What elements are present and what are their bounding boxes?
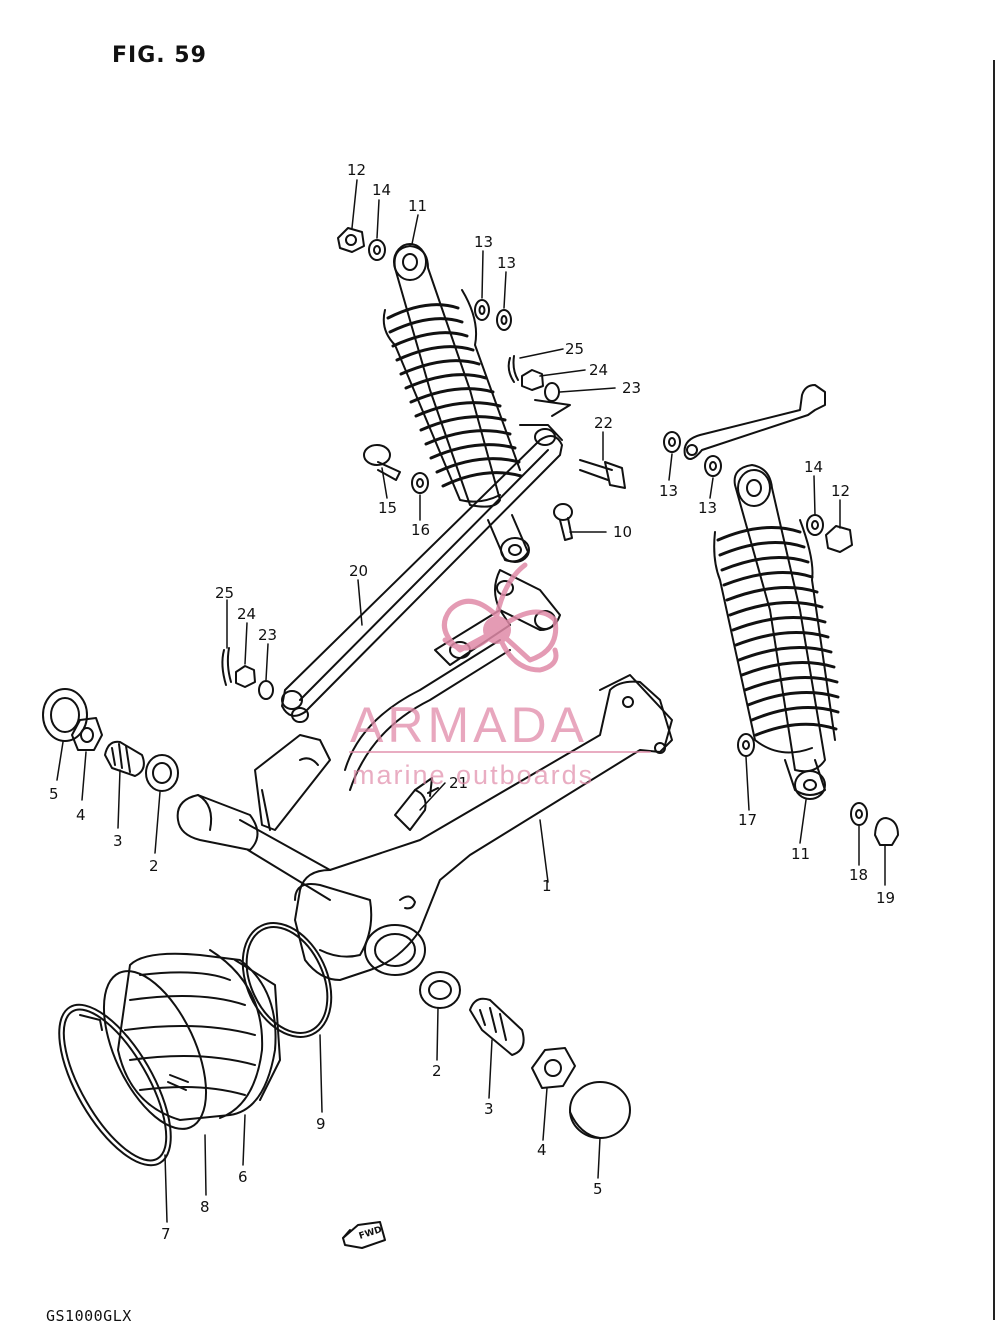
- callout-18: 18: [849, 866, 868, 884]
- callout-13: 13: [698, 499, 717, 517]
- nut-4-left: [71, 717, 103, 751]
- callout-3: 3: [484, 1100, 494, 1118]
- callout-numbers: 12 14 11 13 13 25 24 23 22 15 16 10 13 1…: [49, 161, 895, 1243]
- castle-nut-24-left: [235, 665, 256, 688]
- cap-5-right: [569, 1081, 631, 1139]
- callout-22: 22: [594, 414, 613, 432]
- o-ring-9: [241, 922, 333, 1038]
- nut-12-left: [337, 227, 365, 253]
- washer-16: [411, 472, 429, 494]
- callout-2: 2: [149, 857, 159, 875]
- washer-17: [737, 733, 755, 757]
- page-border-line: [993, 60, 995, 1320]
- callout-20: 20: [349, 562, 368, 580]
- callout-11: 11: [408, 197, 427, 215]
- zigzag-leader: [534, 399, 571, 417]
- callout-13: 13: [474, 233, 493, 251]
- bolt-22: [579, 459, 626, 489]
- callout-16: 16: [411, 521, 430, 539]
- washers-13-right: [663, 431, 722, 477]
- castle-nut-24-top: [521, 369, 544, 391]
- callout-19: 19: [876, 889, 895, 907]
- callout-25: 25: [215, 584, 234, 602]
- bearing-2-left: [145, 754, 179, 792]
- torque-rod: [281, 424, 563, 723]
- watermark: ARMADA marine outboards: [349, 562, 651, 790]
- bolt-10: [553, 503, 573, 541]
- watermark-logo-icon: [441, 562, 559, 673]
- nut-12-right: [825, 525, 853, 553]
- figure-title: FIG. 59: [112, 43, 207, 68]
- bolt-15: [363, 444, 401, 481]
- boot-ring-8: [102, 970, 208, 1130]
- watermark-tagline: marine outboards: [352, 760, 594, 790]
- callout-9: 9: [316, 1115, 326, 1133]
- callout-12: 12: [831, 482, 850, 500]
- callout-11: 11: [791, 845, 810, 863]
- washer-14-left: [368, 239, 386, 261]
- callout-1: 1: [542, 877, 552, 895]
- cap-5-left: [42, 688, 88, 742]
- bolt-21: [394, 777, 439, 831]
- callout-15: 15: [378, 499, 397, 517]
- forward-arrow-icon: FWD: [342, 1221, 386, 1249]
- callout-24: 24: [589, 361, 608, 379]
- callout-25: 25: [565, 340, 584, 358]
- watermark-brand: ARMADA: [350, 697, 588, 753]
- callout-23: 23: [258, 626, 277, 644]
- callout-4: 4: [76, 806, 86, 824]
- washer-23-left: [258, 680, 274, 700]
- callout-4: 4: [537, 1141, 547, 1159]
- callout-3: 3: [113, 832, 123, 850]
- callout-13: 13: [497, 254, 516, 272]
- callout-21: 21: [449, 774, 468, 792]
- model-code: GS1000GLX: [46, 1307, 132, 1325]
- callout-7: 7: [161, 1225, 171, 1243]
- pivot-shaft-3-right: [469, 997, 525, 1056]
- washer-18: [850, 802, 868, 826]
- callout-8: 8: [200, 1198, 210, 1216]
- callout-13: 13: [659, 482, 678, 500]
- washers-13-top: [474, 299, 512, 331]
- boot-6: [117, 949, 281, 1121]
- callout-24: 24: [237, 605, 256, 623]
- clamp-band-7: [58, 1003, 189, 1167]
- swing-arm: [176, 639, 673, 981]
- cotter-pin-25-top: [507, 355, 519, 383]
- callout-5: 5: [593, 1180, 603, 1198]
- callout-17: 17: [738, 811, 757, 829]
- left-shock-absorber: [382, 243, 530, 563]
- nut-4-right: [531, 1047, 576, 1089]
- callout-5: 5: [49, 785, 59, 803]
- cotter-pin-25-left: [221, 647, 232, 686]
- callout-10: 10: [613, 523, 632, 541]
- callout-12: 12: [347, 161, 366, 179]
- washer-23-top: [544, 382, 560, 402]
- leader-lines: [56, 179, 886, 1223]
- callout-2: 2: [432, 1062, 442, 1080]
- washer-14-right: [806, 514, 824, 536]
- callout-6: 6: [238, 1168, 248, 1186]
- callout-14: 14: [372, 181, 391, 199]
- callout-14: 14: [804, 458, 823, 476]
- callout-23: 23: [622, 379, 641, 397]
- right-shock-absorber: [713, 464, 840, 800]
- cap-nut-19: [874, 817, 899, 846]
- bearing-2-right: [419, 971, 461, 1009]
- pivot-shaft-3-left: [104, 740, 145, 777]
- guard-bracket: [683, 384, 826, 460]
